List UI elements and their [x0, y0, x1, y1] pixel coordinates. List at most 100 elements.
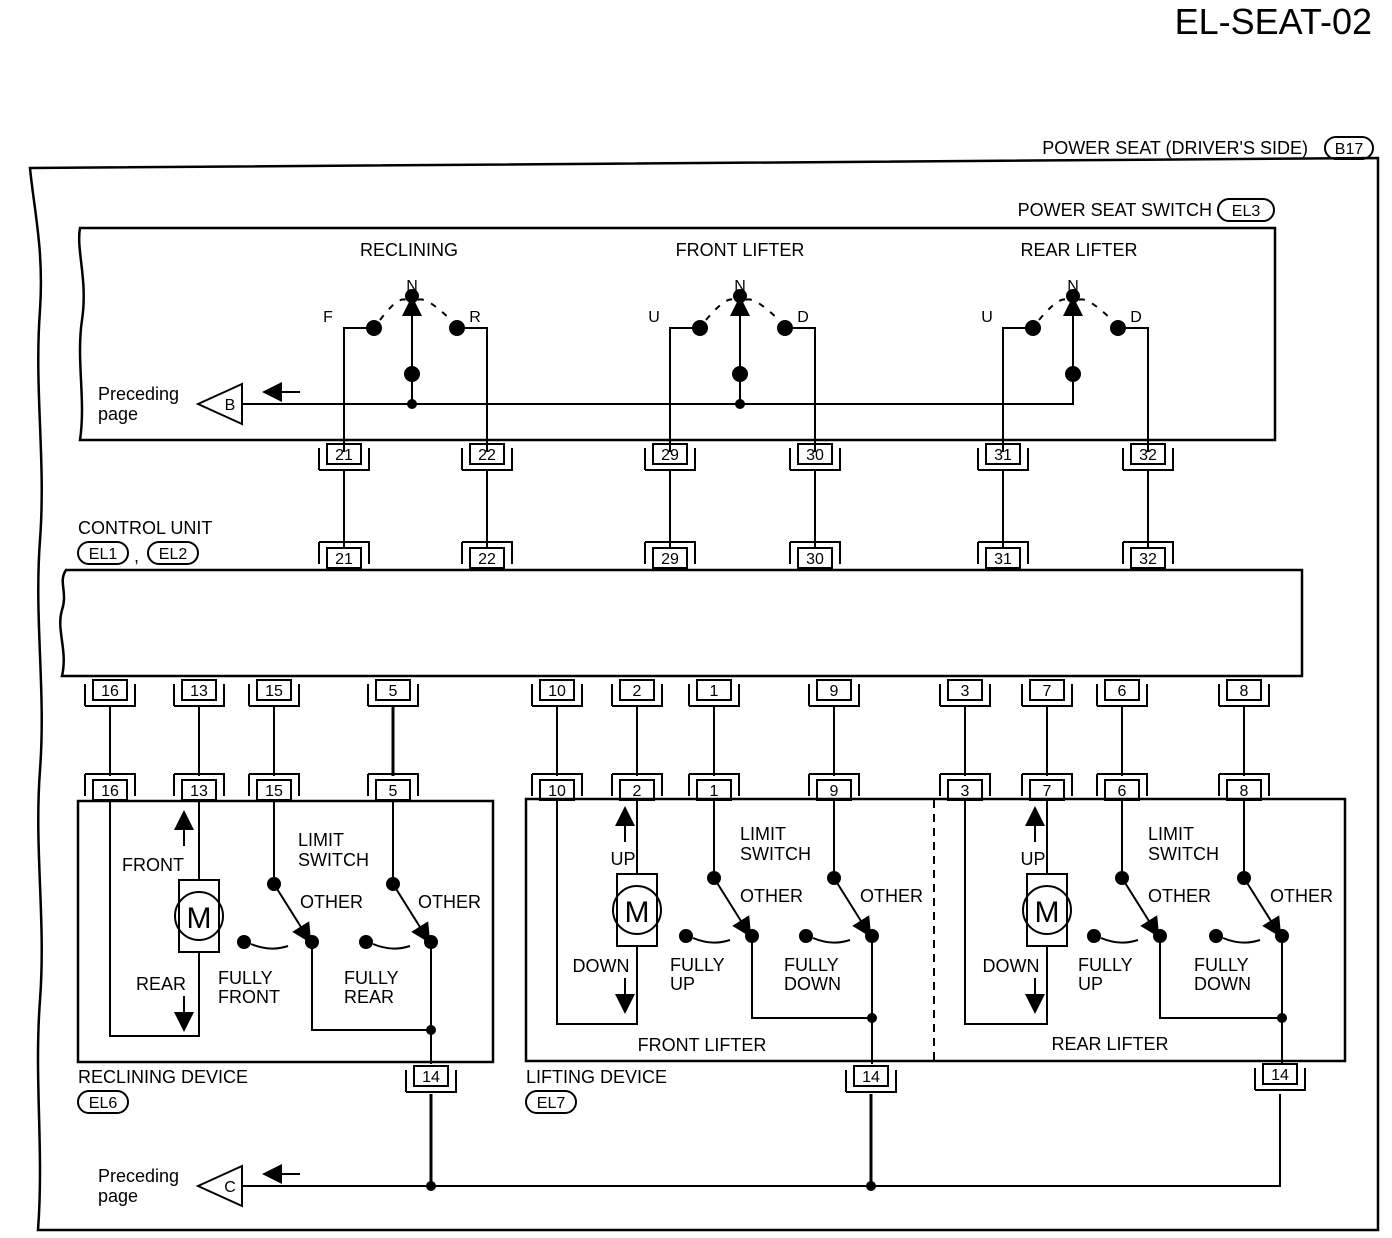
switch-pin-left: 31: [977, 443, 1029, 471]
lifter-switch-b-fully: [1209, 929, 1223, 943]
cu-bottom-pin-8: 8: [1218, 679, 1270, 707]
cu-bottom-pin-1: 1: [688, 679, 740, 707]
cu-bottom-pin-7: 7: [1021, 679, 1073, 707]
switch-pos-mid: N: [406, 278, 418, 295]
device-pin-7-label: 7: [1043, 783, 1052, 800]
switch-pin-left-label: 21: [335, 447, 353, 464]
reclining-fully-b1: FULLY: [344, 968, 399, 988]
device-pin-3: 3: [939, 773, 991, 801]
cu-bottom-pin-15: 15: [248, 679, 300, 707]
lifter-limit-label1: LIMIT: [740, 824, 786, 844]
switch-pos-mid: N: [1067, 278, 1079, 295]
cu-bottom-pin-1-label: 1: [710, 683, 719, 700]
device-pin-8-label: 8: [1240, 783, 1249, 800]
cu-bottom-pin-16-label: 16: [101, 683, 119, 700]
assembly-border: [28, 156, 1380, 1232]
lifting-device-ref: EL7: [537, 1095, 566, 1112]
switch-group-name: REAR LIFTER: [1020, 240, 1137, 260]
lifter-dir-down: DOWN: [573, 956, 630, 976]
reclining-device-ref-badge: [77, 1090, 129, 1114]
reclining-dir-front: FRONT: [122, 855, 184, 875]
cu-top-pin-30-label: 30: [806, 551, 824, 568]
lifter-limit-label2: SWITCH: [740, 844, 811, 864]
control-unit-ref1: EL1: [89, 546, 118, 563]
lifter-limit-label2: SWITCH: [1148, 844, 1219, 864]
control-unit-ref1-badge: [77, 541, 129, 565]
ground-pin-rear-lifter-label: 14: [1271, 1067, 1289, 1084]
switch-pin-left: 29: [644, 443, 696, 471]
lifter-fully-b2: DOWN: [1194, 974, 1251, 994]
lifter-switch-b-lever: [833, 877, 872, 938]
device-pin-15-label: 15: [265, 783, 283, 800]
control-unit-label: CONTROL UNIT: [78, 518, 212, 538]
switch-pos-right: D: [1130, 309, 1142, 326]
rear-lifter-label: REAR LIFTER: [1051, 1034, 1168, 1054]
lifter-dir-up: UP: [1020, 849, 1045, 869]
lifter-switch-b-fully: [799, 929, 813, 943]
switch-arc-left: [1038, 298, 1068, 321]
cu-bottom-pin-3: 3: [939, 679, 991, 707]
switch-wire-left: [343, 327, 368, 452]
device-pin-15: 15: [248, 773, 300, 801]
reclining-device-ref: EL6: [89, 1095, 118, 1112]
switch-wire-left: [669, 327, 694, 452]
switch-contact-left: [692, 320, 708, 336]
connector-c-letter: C: [224, 1179, 236, 1196]
switch-wire-right: [791, 327, 816, 452]
device-pin-5: 5: [367, 773, 419, 801]
switch-contact-left: [366, 320, 382, 336]
reclining-other-a: OTHER: [300, 892, 363, 912]
cu-bottom-pin-13-label: 13: [190, 683, 208, 700]
lifter-motor-frame: [1026, 873, 1068, 947]
lifter-fully-a2: UP: [670, 974, 695, 994]
lifter-switch-a-lever: [713, 877, 752, 938]
connector-c-text1: Preceding: [98, 1166, 179, 1186]
lifter-fully-b2: DOWN: [784, 974, 841, 994]
ground-pin-reclining-label: 14: [422, 1069, 440, 1086]
device-pin-9: 9: [808, 773, 860, 801]
lifter-switch-a-arc: [1100, 937, 1139, 944]
lifter-fully-a1: FULLY: [670, 955, 725, 975]
switch-pos-right: D: [797, 309, 809, 326]
connector-b-text1: Preceding: [98, 384, 179, 404]
lifter-switch-a-lever: [1121, 877, 1160, 938]
switch-wire-right: [1124, 327, 1149, 452]
cu-bottom-pin-10-label: 10: [548, 683, 566, 700]
cu-top-pin-32: 32: [1122, 541, 1174, 569]
switch-wire-left: [1002, 327, 1027, 452]
device-pin-10-label: 10: [548, 783, 566, 800]
connector-b-letter: B: [225, 397, 236, 414]
device-pin-1: 1: [688, 773, 740, 801]
cu-bottom-pin-10: 10: [531, 679, 583, 707]
cu-bottom-pin-2-label: 2: [633, 683, 642, 700]
cu-bottom-pin-5: 5: [367, 679, 419, 707]
cu-bottom-pin-9: 9: [808, 679, 860, 707]
device-pin-9-label: 9: [830, 783, 839, 800]
reclining-limit-label1: LIMIT: [298, 830, 344, 850]
switch-unit-box: [77, 226, 1277, 442]
lifter-switch-b-lever: [1243, 877, 1282, 938]
connector-b-text2: page: [98, 404, 138, 424]
lifter-switch-b-arc: [1222, 937, 1261, 944]
ground-junction-1: [426, 1181, 436, 1191]
switch-pin-right-label: 32: [1139, 447, 1157, 464]
reclining-fully-b2: REAR: [344, 987, 394, 1007]
device-pin-13-label: 13: [190, 783, 208, 800]
cu-top-pin-29: 29: [644, 541, 696, 569]
ground-junction-2: [866, 1181, 876, 1191]
lifter-return-a: [751, 936, 872, 1019]
control-unit-ref2: EL2: [159, 546, 188, 563]
control-unit-sep: ,: [134, 546, 139, 566]
cu-top-pin-32-label: 32: [1139, 551, 1157, 568]
switch-arc-right: [1078, 298, 1113, 321]
switch-contact-right: [777, 320, 793, 336]
cu-top-pin-21: 21: [318, 541, 370, 569]
switch-wire-right: [463, 327, 488, 452]
device-pin-6: 6: [1096, 773, 1148, 801]
switch-pos-right: R: [469, 309, 481, 326]
lifter-motor-loop: [556, 800, 638, 1025]
device-pin-16-label: 16: [101, 783, 119, 800]
